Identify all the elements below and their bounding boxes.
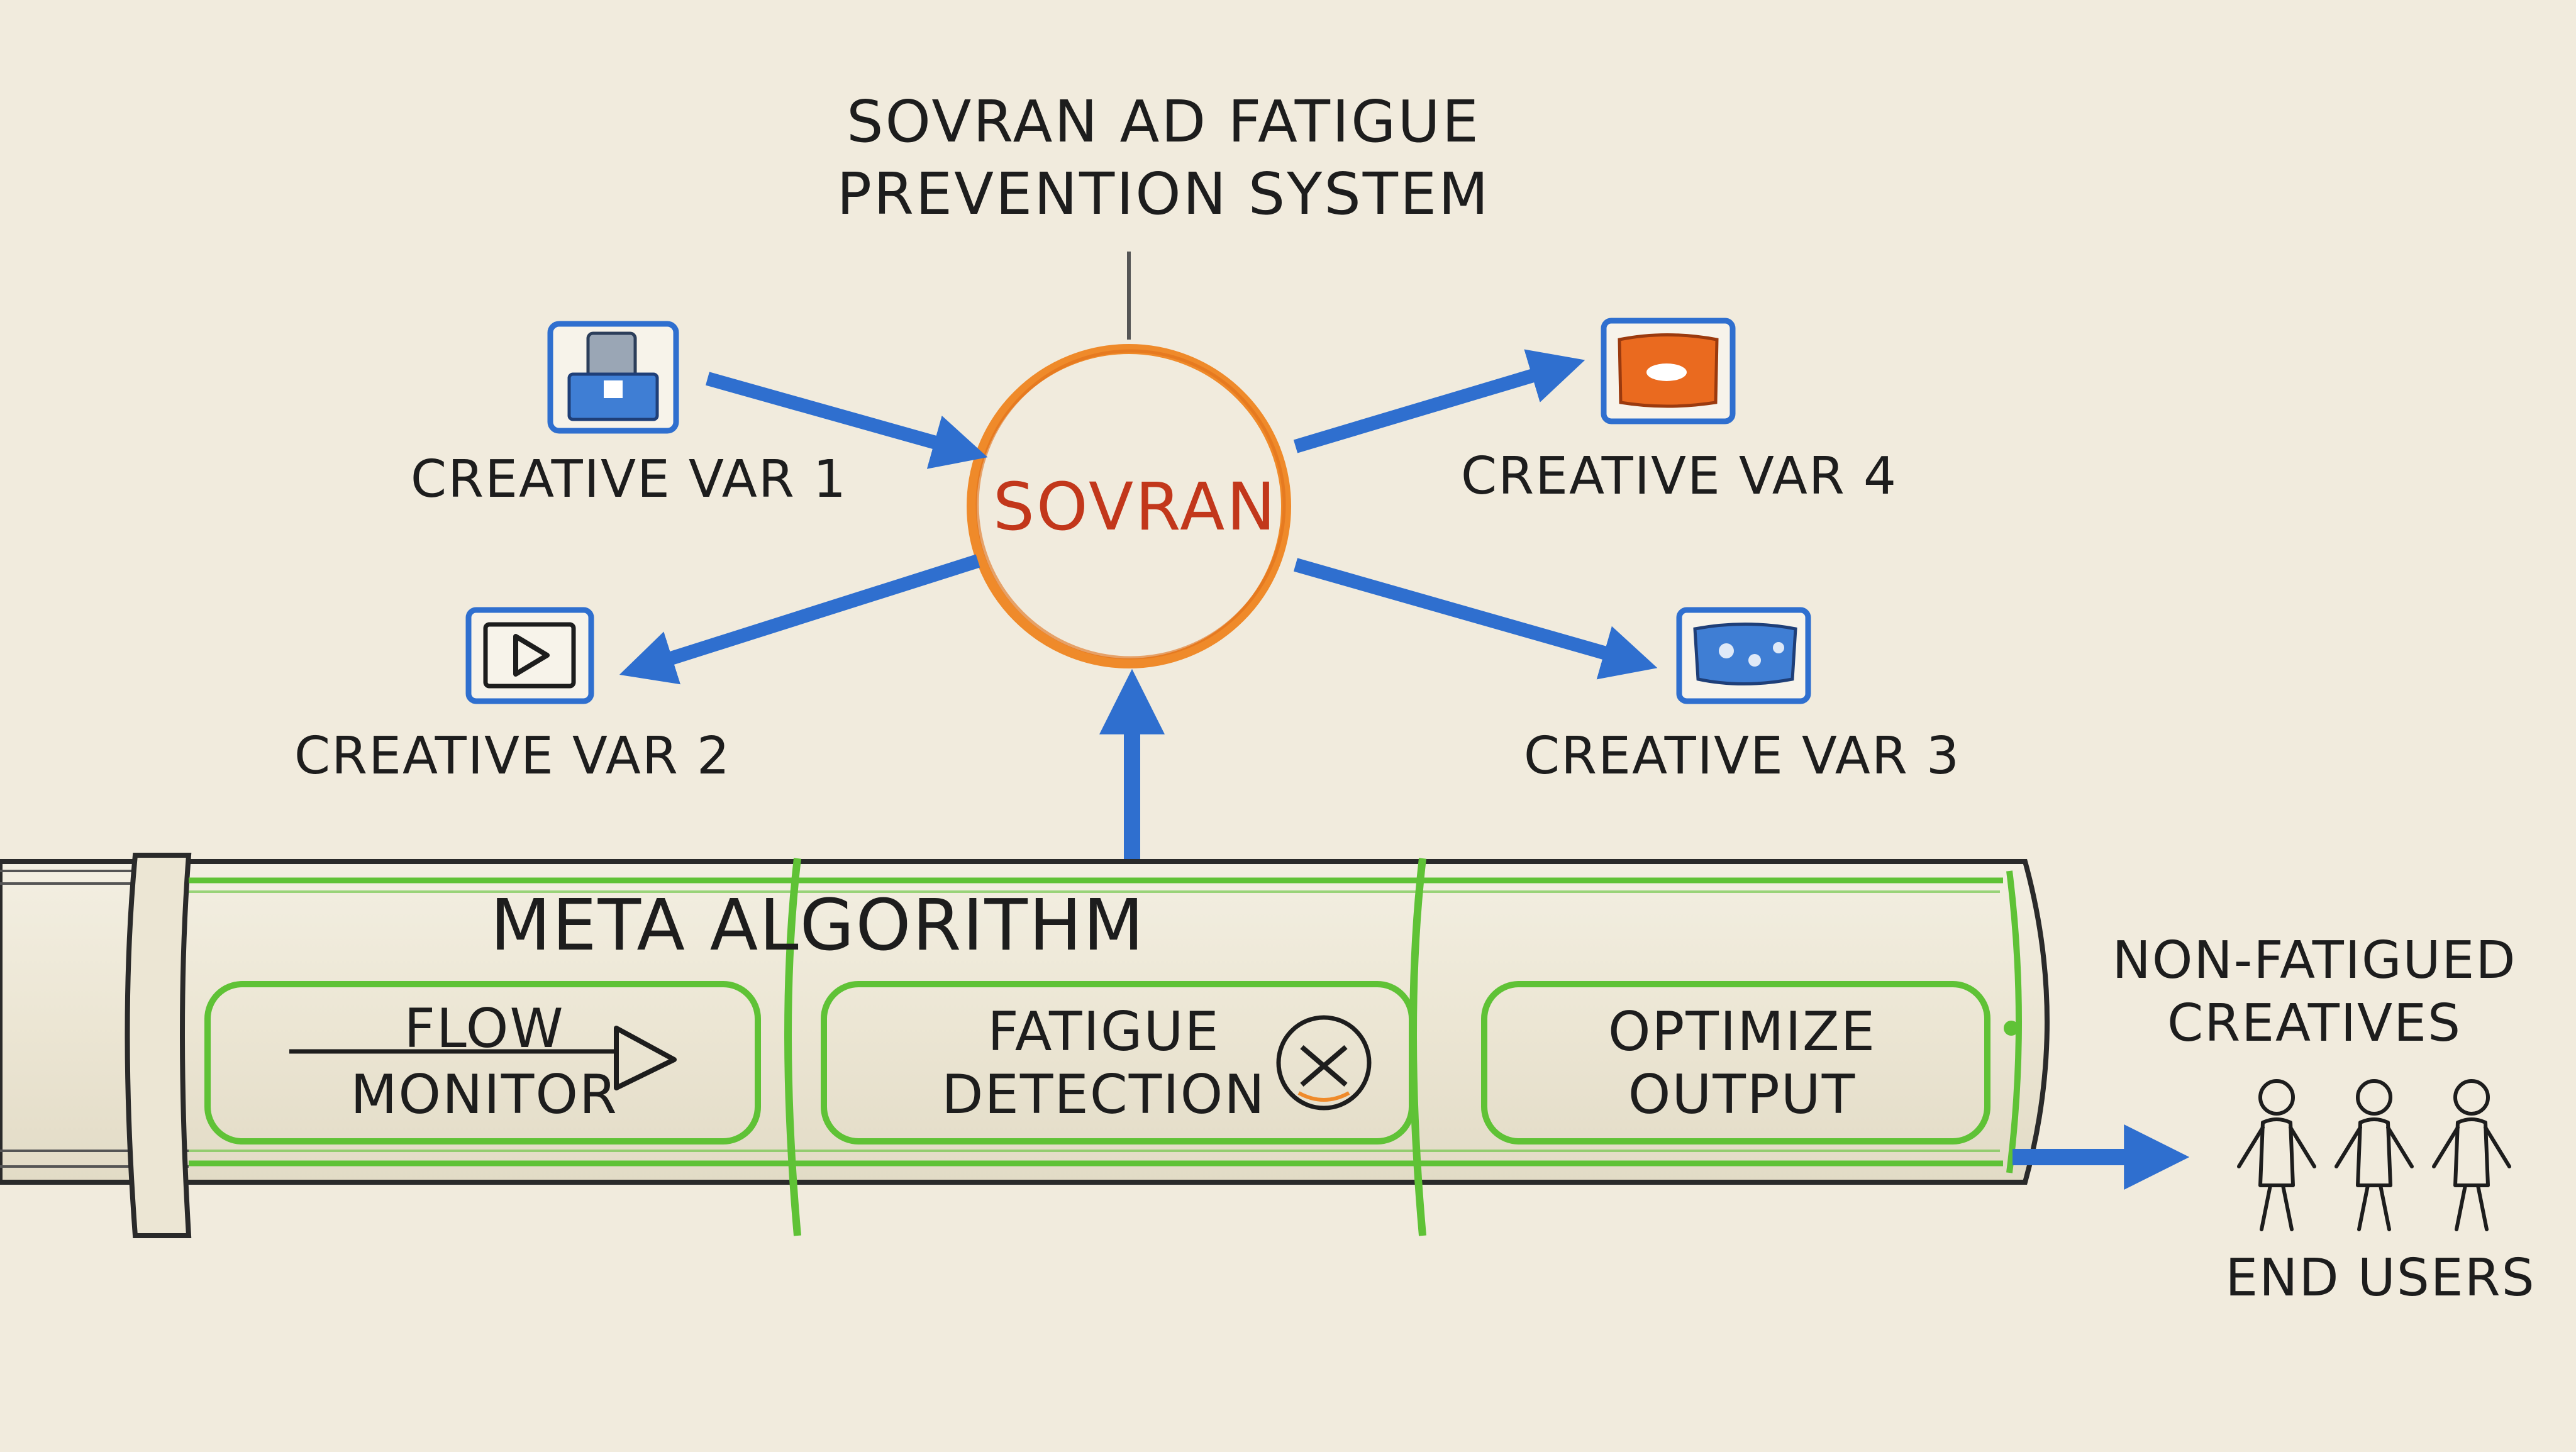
sovran-hub: SOVRAN <box>967 344 1291 668</box>
creative-var-1-label: CREATIVE VAR 1 <box>411 450 847 509</box>
fatigue-x-icon <box>1276 1015 1372 1111</box>
stage-fatigue-detection: FATIGUE DETECTION <box>821 981 1415 1144</box>
image-ad-icon <box>1601 318 1736 424</box>
flow-arrows <box>619 349 1658 877</box>
diagram-title-line-1: SOVRAN AD FATIGUE <box>847 88 1480 155</box>
user-figure-icon <box>2432 1079 2511 1231</box>
stage-optimize-output-line-1: OPTIMIZE <box>1608 1000 1876 1063</box>
arrow-var1-to-hub <box>706 372 988 469</box>
user-at-laptop-icon <box>547 321 679 434</box>
creative-var-2-label: CREATIVE VAR 2 <box>294 726 731 786</box>
end-users-group <box>2237 1079 2511 1231</box>
stage-flow-monitor: FLOW MONITOR <box>204 981 761 1144</box>
stage-flow-monitor-line-2: MONITOR <box>350 1063 618 1126</box>
user-figure-icon <box>2334 1079 2414 1231</box>
arrow-hub-to-var3 <box>1293 558 1658 680</box>
stage-fatigue-detection-line-1: FATIGUE <box>987 1000 1220 1063</box>
creative-var-3-label: CREATIVE VAR 3 <box>1524 726 1960 786</box>
output-label-line-1: NON-FATIGUED <box>2112 931 2517 990</box>
arrow-hub-to-var2 <box>619 554 980 685</box>
stage-optimize-output-line-2: OUTPUT <box>1628 1063 1857 1126</box>
banner-ad-monitor-icon <box>1676 607 1811 704</box>
hub-label: SOVRAN <box>993 468 1277 545</box>
video-play-icon <box>465 607 594 704</box>
arrow-hub-to-var4 <box>1293 349 1585 453</box>
pipeline-title: META ALGORITHM <box>490 885 1145 967</box>
user-figure-icon <box>2237 1079 2316 1231</box>
output-label-line-2: CREATIVES <box>2167 994 2462 1053</box>
diagram-title-line-2: PREVENTION SYSTEM <box>837 160 1491 228</box>
stage-fatigue-detection-line-2: DETECTION <box>941 1063 1265 1126</box>
end-users-label: END USERS <box>2225 1248 2535 1308</box>
stage-optimize-output: OPTIMIZE OUTPUT <box>1481 981 1990 1144</box>
flow-arrow-icon <box>289 1026 677 1090</box>
creative-var-4-label: CREATIVE VAR 4 <box>1461 446 1897 506</box>
